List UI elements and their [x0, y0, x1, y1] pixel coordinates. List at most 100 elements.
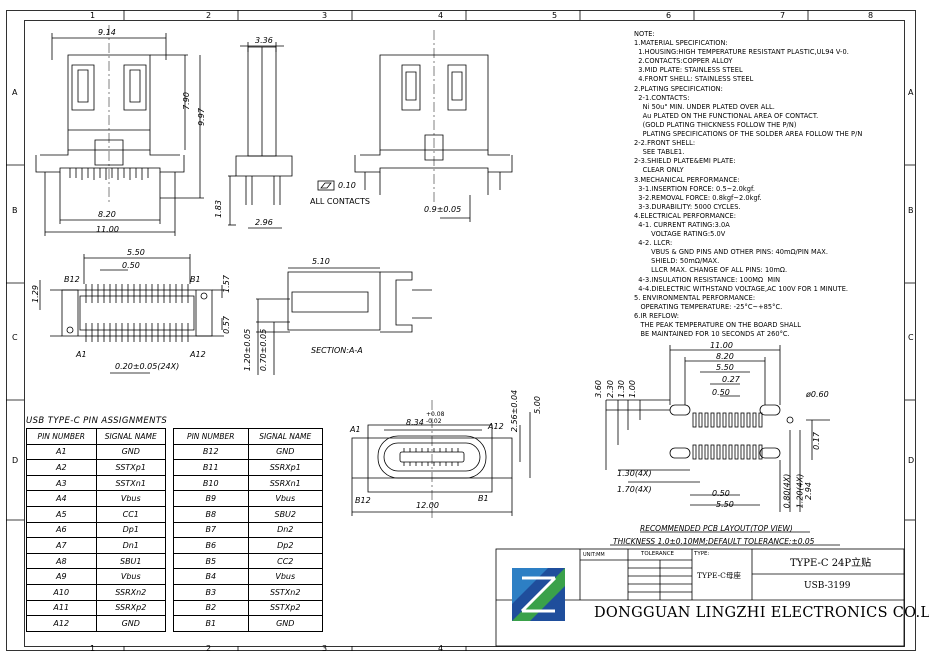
pcb-slot-tl: [669, 404, 691, 416]
signal-name-cell: Dp2: [247, 537, 323, 554]
dim-0-9: 0.9±0.05: [424, 205, 462, 214]
note-line: 6.IR REFLOW:: [634, 311, 680, 320]
dim-9-97: 9.97: [196, 108, 206, 126]
note-line: PLATING SPECIFICATIONS OF THE SOLDER ARE…: [634, 130, 863, 139]
dim-12-00: 12.00: [416, 501, 439, 510]
dim-9-14: 9.14: [98, 28, 116, 37]
pcb-dim-hole: ø0.60: [806, 390, 829, 399]
signal-name-cell: SSTXp1: [95, 459, 166, 476]
tolerance-label: TOLERANCE: [641, 551, 675, 557]
flatness-symbol-box: [317, 180, 335, 191]
pcb-slot-bl: [669, 447, 691, 459]
signal-name-cell: Dp1: [95, 521, 166, 539]
flatness-value: 0.10: [338, 181, 356, 190]
pcb-dim-1-00: 1.00: [627, 380, 637, 398]
grid-col-2-bottom: 2: [206, 644, 212, 653]
note-line: 2-1.CONTACTS:: [634, 93, 690, 102]
bottom-hole-left: [66, 326, 74, 334]
signal-name-cell: SSTXn1: [95, 474, 166, 492]
note-line: 3.MID PLATE: STAINLESS STEEL: [634, 66, 743, 75]
note-line: 2.PLATING SPECIFICATION:: [634, 84, 723, 93]
grid-ticks: [6, 10, 915, 651]
company-name: DONGGUAN LINGZHI ELECTRONICS CO.LTD: [594, 605, 929, 621]
back-view: [317, 30, 513, 222]
pin-number-cell: A4: [26, 490, 97, 507]
signal-name-cell: SSRXn1: [247, 474, 323, 492]
pin-table-title: USB TYPE-C PIN ASSIGNMENTS: [26, 416, 168, 426]
company-logo: [512, 568, 565, 621]
pin-number-cell: B12: [173, 443, 249, 461]
note-line: 2.CONTACTS:COPPER ALLOY: [634, 57, 733, 66]
signal-name-cell: GND: [247, 615, 323, 632]
pcb-dim-1-70x4: 1.70(4X): [617, 485, 652, 494]
dim-7-90: 7.90: [181, 92, 191, 110]
pin-number-cell: B1: [173, 615, 249, 632]
pcb-dim-8-20: 8.20: [716, 352, 734, 361]
signal-name-cell: Vbus: [95, 568, 166, 585]
note-line: 3-2.REMOVAL FORCE: 0.8kgf~2.0kgf.: [634, 193, 762, 202]
grid-col-1: 1: [90, 11, 96, 20]
dim-1-29: 1.29: [30, 285, 40, 303]
note-line: THE PEAK TEMPERATURE ON THE BOARD SHALL: [634, 321, 801, 329]
grid-row-c-right: C: [908, 333, 914, 342]
dim-1-57: 1.57: [221, 275, 231, 293]
pin-number-cell: B10: [173, 474, 249, 492]
dim-8-34: 8.34: [406, 418, 424, 427]
label-b12: B12: [64, 275, 80, 284]
pcb-layout-subtitle: THICKNESS 1.0±0.10MM;DEFAULT TOLERANCE:±…: [613, 537, 815, 546]
note-line: VBUS & GND PINS AND OTHER PINS: 40mΩ/PIN…: [634, 248, 828, 257]
pin-number-cell: A1: [26, 443, 97, 461]
grid-col-4: 4: [438, 11, 444, 20]
dim-8-34-tol-up: +0.08: [426, 411, 445, 418]
pin-number-cell: B9: [173, 490, 249, 507]
note-line: Au PLATED ON THE FUNCTIONAL AREA OF CONT…: [634, 111, 819, 120]
grid-col-5: 5: [552, 11, 558, 20]
front-label-b1: B1: [478, 494, 489, 503]
note-line: 4-4.DIELECTRIC WITHSTAND VOLTAGE,AC 100V…: [634, 284, 849, 293]
label-a1: A1: [76, 350, 87, 359]
notes-block: NOTE:1.MATERIAL SPECIFICATION: 1.HOUSING…: [634, 30, 924, 339]
pcb-slot-tr: [759, 404, 781, 416]
pin-number-cell: B5: [173, 552, 249, 570]
dim-8-20: 8.20: [98, 210, 116, 219]
dim-5-00: 5.00: [532, 396, 542, 414]
front-opening-view: [351, 400, 531, 520]
grid-row-d: D: [12, 456, 19, 465]
grid-col-6: 6: [666, 11, 672, 20]
pcb-slot-br: [759, 447, 781, 459]
dim-0-50: 0.50: [122, 261, 140, 270]
note-line: 4.FRONT SHELL: STAINLESS STEEL: [634, 75, 754, 84]
signal-name-cell: SSRXn2: [95, 583, 166, 601]
pcb-layout: [605, 345, 840, 546]
pin-number-cell: A2: [26, 459, 97, 476]
front-label-b12: B12: [355, 496, 371, 505]
pin-number-cell: A10: [26, 583, 97, 601]
signal-name-cell: Vbus: [247, 568, 323, 585]
grid-col-1-bottom: 1: [90, 644, 96, 653]
note-line: NOTE:: [634, 30, 655, 38]
dim-2-56: 2.56±0.04: [510, 389, 520, 433]
pin-table-header: PIN NUMBER: [26, 428, 97, 445]
grid-row-d-right: D: [908, 456, 915, 465]
note-line: 4.ELECTRICAL PERFORMANCE:: [634, 211, 737, 220]
signal-name-cell: Dn2: [247, 521, 323, 539]
pin-number-cell: B7: [173, 521, 249, 539]
note-line: SHIELD: 50mΩ/MAX.: [634, 257, 720, 266]
signal-name-cell: GND: [95, 443, 166, 461]
signal-name-cell: SSTXn2: [247, 583, 323, 601]
